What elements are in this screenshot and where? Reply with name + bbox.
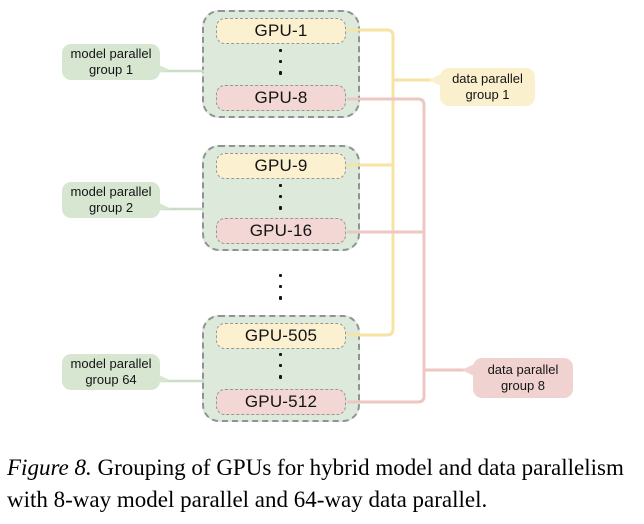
- data-parallel-group-8-label: data parallel group 8: [473, 358, 573, 398]
- gpu-8-box: GPU-8: [216, 85, 346, 111]
- model-parallel-group-64-label: model parallel group 64: [62, 354, 160, 390]
- vertical-ellipsis-group-2: [279, 184, 283, 210]
- gpu-512-box: GPU-512: [216, 389, 346, 415]
- model-parallel-group-1-label: model parallel group 1: [62, 44, 160, 80]
- vertical-ellipsis-between-groups: [279, 274, 283, 300]
- model-parallel-group-1-box: GPU-1 GPU-8: [202, 10, 360, 118]
- figure-caption: Figure 8. Grouping of GPUs for hybrid mo…: [7, 452, 644, 516]
- vertical-ellipsis-group-1: [279, 49, 283, 75]
- figure-number: Figure 8.: [7, 455, 92, 480]
- model-parallel-group-2-box: GPU-9 GPU-16: [202, 145, 360, 251]
- model-parallel-group-64-box: GPU-505 GPU-512: [202, 315, 360, 422]
- gpu-1-box: GPU-1: [216, 18, 346, 44]
- caption-text: Grouping of GPUs for hybrid model and da…: [7, 455, 624, 512]
- gpu-9-box: GPU-9: [216, 153, 346, 179]
- model-parallel-group-2-label: model parallel group 2: [62, 182, 160, 218]
- data-parallel-group-1-label: data parallel group 1: [440, 68, 535, 106]
- gpu-16-box: GPU-16: [216, 218, 346, 244]
- gpu-505-box: GPU-505: [216, 323, 346, 349]
- vertical-ellipsis-group-64: [279, 353, 283, 379]
